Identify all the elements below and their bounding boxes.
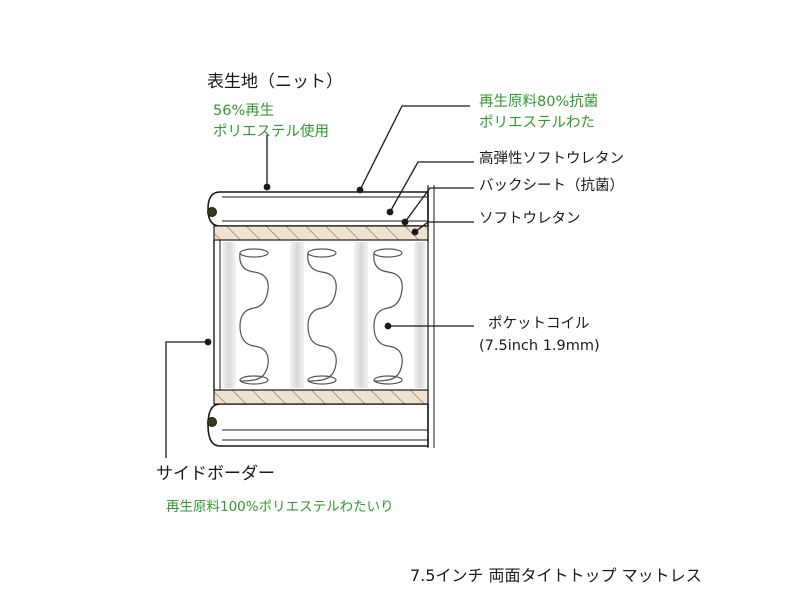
label-surface-note-2: ポリエステル使用 <box>213 124 329 140</box>
product-caption: 7.5インチ 両面タイトトップ マットレス <box>410 566 702 585</box>
lower-urethane-band <box>213 389 429 405</box>
mattress-body <box>207 185 435 448</box>
leader-lines <box>165 105 474 458</box>
label-pocket-coil: ポケットコイル <box>488 316 590 332</box>
label-side-border: サイドボーダー <box>156 464 275 484</box>
label-surface-knit: 表生地（ニット） <box>207 72 343 92</box>
label-pocket-coil-spec: (7.5inch 1.9mm) <box>479 338 600 354</box>
label-high-resilience-urethane: 高弾性ソフトウレタン <box>479 151 624 167</box>
coil-1 <box>239 248 269 258</box>
piping-dots <box>207 207 217 427</box>
coil-2 <box>307 248 337 258</box>
label-fiber-2: ポリエステルわた <box>479 115 595 131</box>
label-surface-note-1: 56%再生 <box>213 103 275 119</box>
pocket-coil-group <box>222 242 426 388</box>
upper-urethane-band <box>213 225 429 241</box>
label-back-sheet: バックシート（抗菌） <box>479 178 624 194</box>
coil-3 <box>373 248 403 258</box>
label-soft-urethane: ソフトウレタン <box>479 211 581 227</box>
label-fiber-1: 再生原料80%抗菌 <box>479 94 599 110</box>
leader-dots <box>204 183 419 346</box>
label-side-border-note: 再生原料100%ポリエステルわたいり <box>166 499 394 515</box>
